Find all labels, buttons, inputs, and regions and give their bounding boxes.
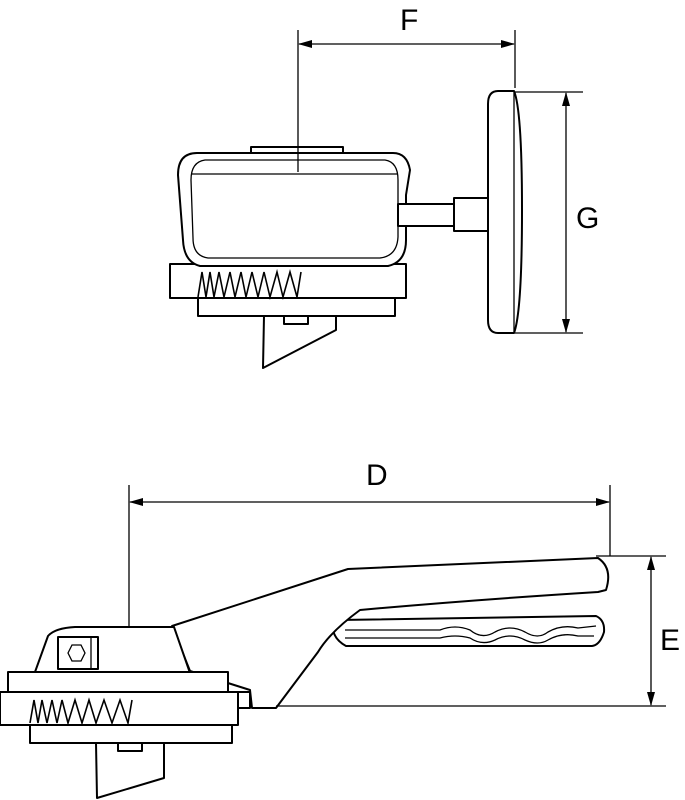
dimension-g: G xyxy=(515,91,599,334)
side-view xyxy=(0,557,610,799)
side-view-grip-contour-lower xyxy=(345,634,594,644)
side-view-lower-handle xyxy=(332,615,606,647)
top-view xyxy=(169,90,523,369)
side-view-upper-lever xyxy=(171,557,610,709)
side-view-upper-plate xyxy=(7,671,229,693)
dimension-e: E xyxy=(276,555,680,707)
top-view-lower-plate xyxy=(197,297,396,317)
dimension-d-label: D xyxy=(366,459,388,492)
dimension-f-label: F xyxy=(400,4,418,37)
dimension-f: F xyxy=(297,4,516,172)
top-view-blade-slot xyxy=(283,315,309,325)
side-view-grip-plate xyxy=(0,691,239,726)
top-view-knob xyxy=(487,90,523,334)
dimension-d: D xyxy=(128,459,611,627)
top-view-housing xyxy=(177,152,411,267)
top-view-stem xyxy=(397,203,456,227)
dimension-g-label: G xyxy=(576,202,599,235)
side-view-teeth xyxy=(29,697,133,727)
side-view-plate-step xyxy=(237,691,251,709)
dimension-e-label: E xyxy=(660,624,680,657)
side-view-grip-contour xyxy=(345,625,597,637)
top-view-teeth xyxy=(197,268,302,301)
side-view-hex-frame xyxy=(57,636,99,670)
top-view-stem-collar xyxy=(453,197,489,232)
side-view-blade-slot xyxy=(117,742,143,752)
side-view-lower-plate xyxy=(29,724,233,744)
hex-nut-icon xyxy=(67,644,86,662)
top-view-housing-inner xyxy=(190,159,399,259)
